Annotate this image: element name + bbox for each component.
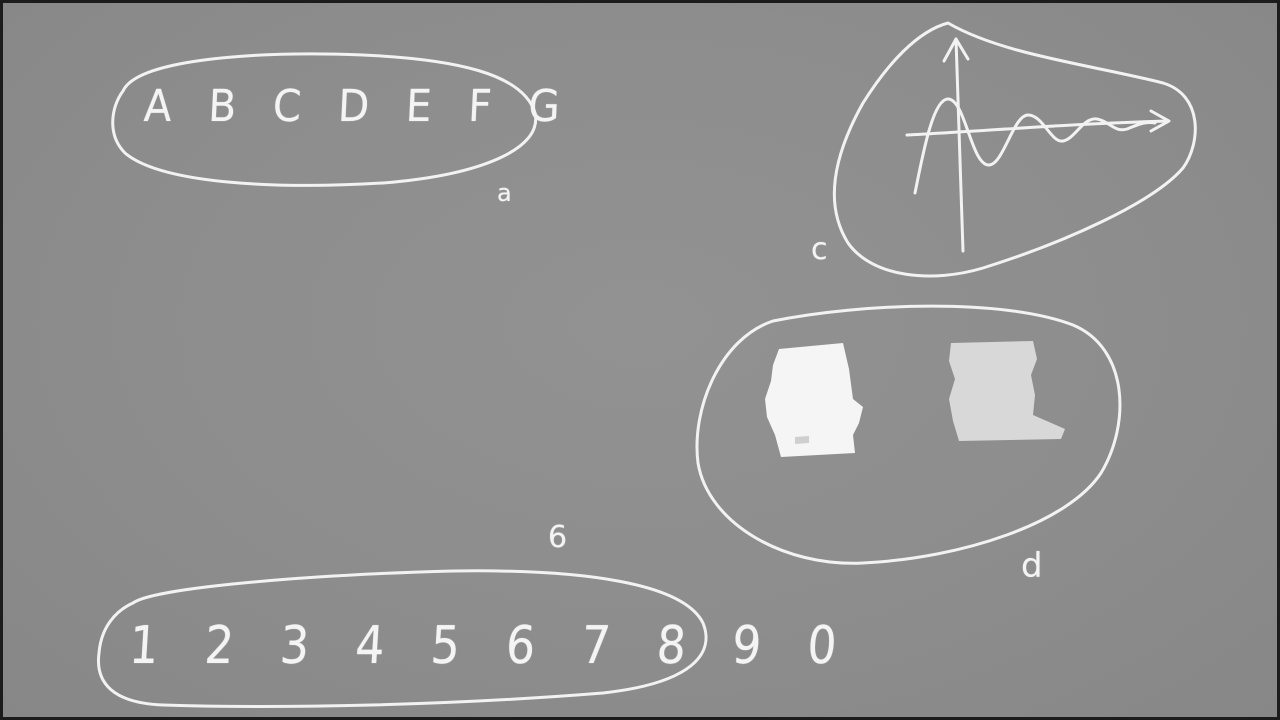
digits-outline — [96, 569, 708, 708]
graph-y-axis — [954, 37, 965, 253]
bright-patch-mark — [795, 436, 809, 444]
region-d-label: d — [1021, 546, 1043, 586]
letters-outline — [111, 52, 538, 187]
graph-damped-wave — [913, 97, 1157, 195]
pale-patch — [949, 341, 1065, 441]
bright-patch — [765, 343, 863, 457]
graph-y-arrowhead — [942, 37, 970, 63]
digits-text: 1 2 3 4 5 6 7 8 9 0 — [127, 616, 855, 676]
region-c-label: c — [811, 232, 828, 267]
graph-x-arrowhead — [1149, 109, 1171, 133]
graph-x-axis — [905, 119, 1170, 137]
region-a-label: a — [497, 179, 512, 207]
sketch-strokes — [96, 21, 1197, 708]
patches-outline — [695, 304, 1122, 565]
graph-outline — [832, 21, 1197, 278]
region-b-label: 6 — [548, 520, 568, 555]
alphabet-text: A B C D E F G — [142, 81, 574, 132]
